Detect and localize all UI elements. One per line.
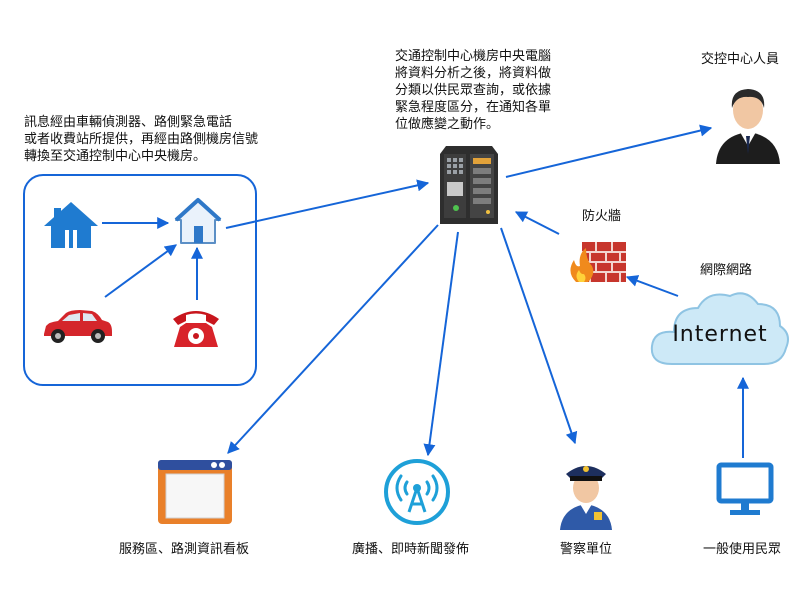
firewall-icon <box>566 240 628 288</box>
staff-label: 交控中心人員 <box>701 52 780 67</box>
arrow-server-to-board <box>227 224 439 454</box>
car-icon <box>40 308 114 348</box>
server-icon <box>436 142 502 232</box>
internet-label: 網際網路 <box>700 263 753 278</box>
source-info-note: 訊息經由車輛偵測器、路側緊急電話 或者收費站所提供，再經由路側機房信號 轉換至交… <box>24 115 259 164</box>
home-icon <box>173 196 223 250</box>
service-board-label: 服務區、路測資訊看板 <box>119 542 250 557</box>
source-group-box <box>23 174 257 386</box>
businessman-avatar-icon <box>714 84 782 168</box>
broadcast-label: 廣播、即時新聞發佈 <box>352 542 470 557</box>
house-icon <box>42 200 100 254</box>
police-label: 警察單位 <box>560 542 613 557</box>
telephone-icon <box>170 305 222 353</box>
arrow-server-to-broadcast <box>423 231 459 457</box>
arrow-internet-to-firewall <box>625 275 679 297</box>
arrow-server-to-staff <box>505 124 713 178</box>
public-label: 一般使用民眾 <box>703 542 782 557</box>
arrow-room-to-server <box>225 179 430 229</box>
window-icon <box>156 456 234 530</box>
arrow-server-to-police <box>500 227 578 445</box>
police-officer-icon <box>556 456 616 534</box>
monitor-icon <box>716 462 774 522</box>
firewall-label: 防火牆 <box>582 209 622 224</box>
internet-cloud-text: Internet <box>672 322 768 347</box>
arrow-car-to-room <box>104 244 177 298</box>
arrow-firewall-to-server <box>514 211 560 235</box>
broadcast-icon <box>383 458 451 530</box>
center-info-note: 交通控制中心機房中央電腦 將資料分析之後，將資料做 分類以供民眾查詢，或依據 緊… <box>395 49 552 132</box>
cloud-icon: Internet <box>648 286 792 376</box>
